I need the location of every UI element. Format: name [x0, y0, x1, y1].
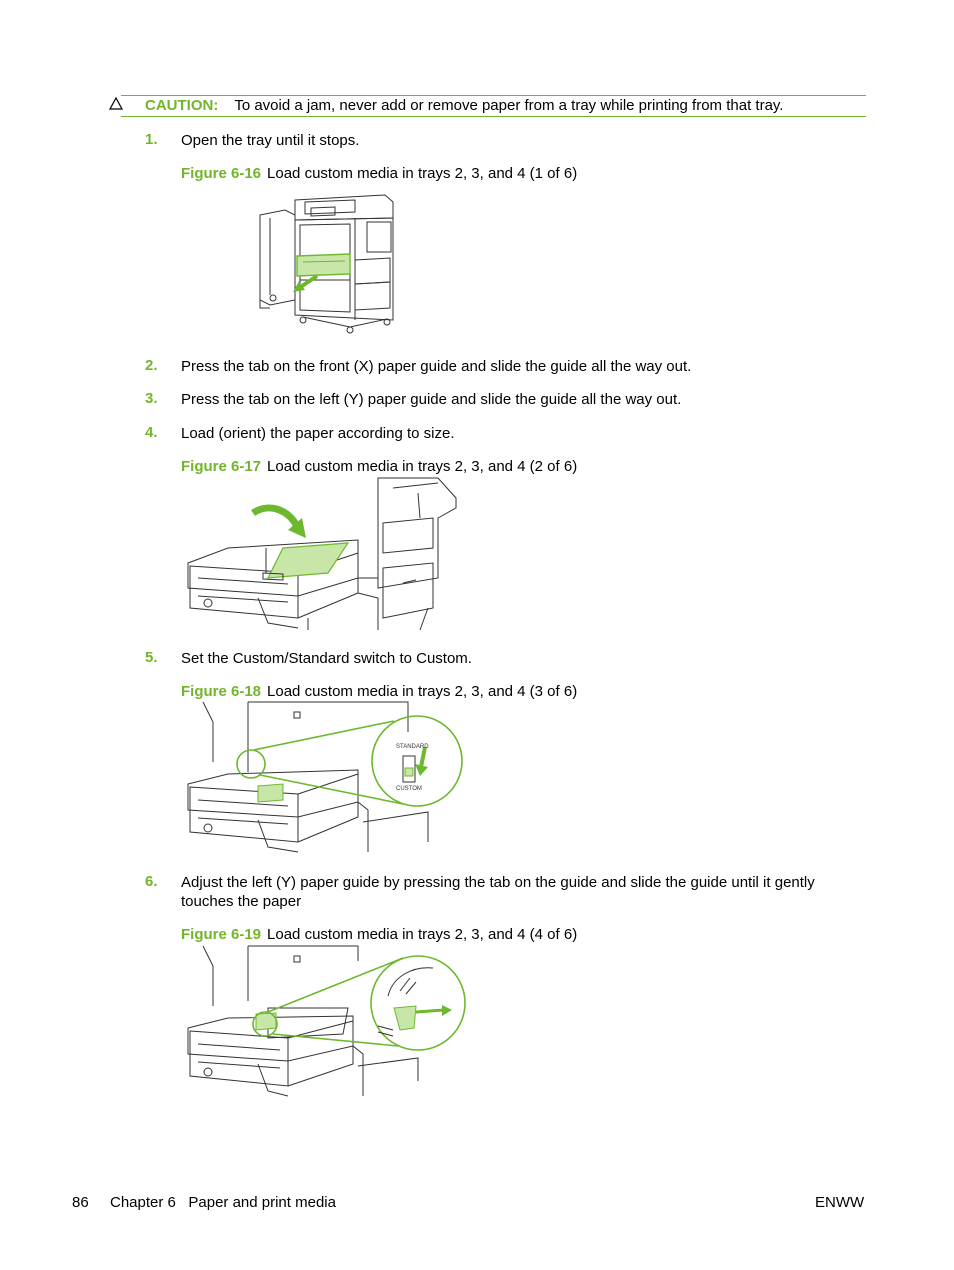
footer-page-number: 86 [72, 1194, 89, 1211]
step-number: 4. [145, 424, 158, 441]
figure-label: Figure 6-18 [181, 683, 262, 700]
step-text: Adjust the left (Y) paper guide by press… [181, 874, 815, 910]
callout-custom-label: CUSTOM [396, 786, 422, 792]
callout-standard-label: STANDARD [396, 744, 429, 750]
figure-label: Figure 6-16 [181, 165, 262, 182]
tray-load-paper-illustration [187, 477, 457, 631]
figure-title: Load custom media in trays 2, 3, and 4 (… [267, 926, 578, 943]
footer-right: ENWW [815, 1194, 865, 1211]
adjust-left-guide-illustration [187, 945, 466, 1097]
step-number: 6. [145, 873, 158, 890]
figure-caption: Figure 6-19 Load custom media in trays 2,… [181, 926, 577, 943]
caution-triangle-icon [108, 96, 124, 110]
caution-text: To avoid a jam, never add or remove pape… [234, 97, 784, 114]
figure-title: Load custom media in trays 2, 3, and 4 (… [267, 165, 578, 182]
figure-label: Figure 6-17 [181, 458, 262, 475]
figure-label: Figure 6-19 [181, 926, 262, 943]
custom-standard-switch-illustration: STANDARD CUSTOM [187, 701, 463, 853]
figure-caption: Figure 6-16 Load custom media in trays 2,… [181, 165, 577, 182]
caution-label: CAUTION: [145, 97, 219, 114]
step-number: 2. [145, 357, 158, 374]
step-text: Load (orient) the paper according to siz… [181, 425, 455, 442]
caution-rule [121, 95, 866, 117]
footer-chapter: Chapter 6 Paper and print media [110, 1194, 336, 1211]
step-number: 1. [145, 131, 158, 148]
step-text: Set the Custom/Standard switch to Custom… [181, 650, 472, 667]
figure-caption: Figure 6-17 Load custom media in trays 2,… [181, 458, 577, 475]
step-text: Press the tab on the left (Y) paper guid… [181, 391, 682, 408]
step-text: Press the tab on the front (X) paper gui… [181, 358, 692, 375]
step-text: Open the tray until it stops. [181, 132, 360, 149]
printer-tray-open-illustration [259, 194, 394, 334]
step-number: 5. [145, 649, 158, 666]
figure-caption: Figure 6-18 Load custom media in trays 2,… [181, 683, 577, 700]
figure-title: Load custom media in trays 2, 3, and 4 (… [267, 458, 578, 475]
step-number: 3. [145, 390, 158, 407]
figure-title: Load custom media in trays 2, 3, and 4 (… [267, 683, 578, 700]
caution-note: CAUTION: To avoid a jam, never add or rem… [145, 97, 783, 114]
